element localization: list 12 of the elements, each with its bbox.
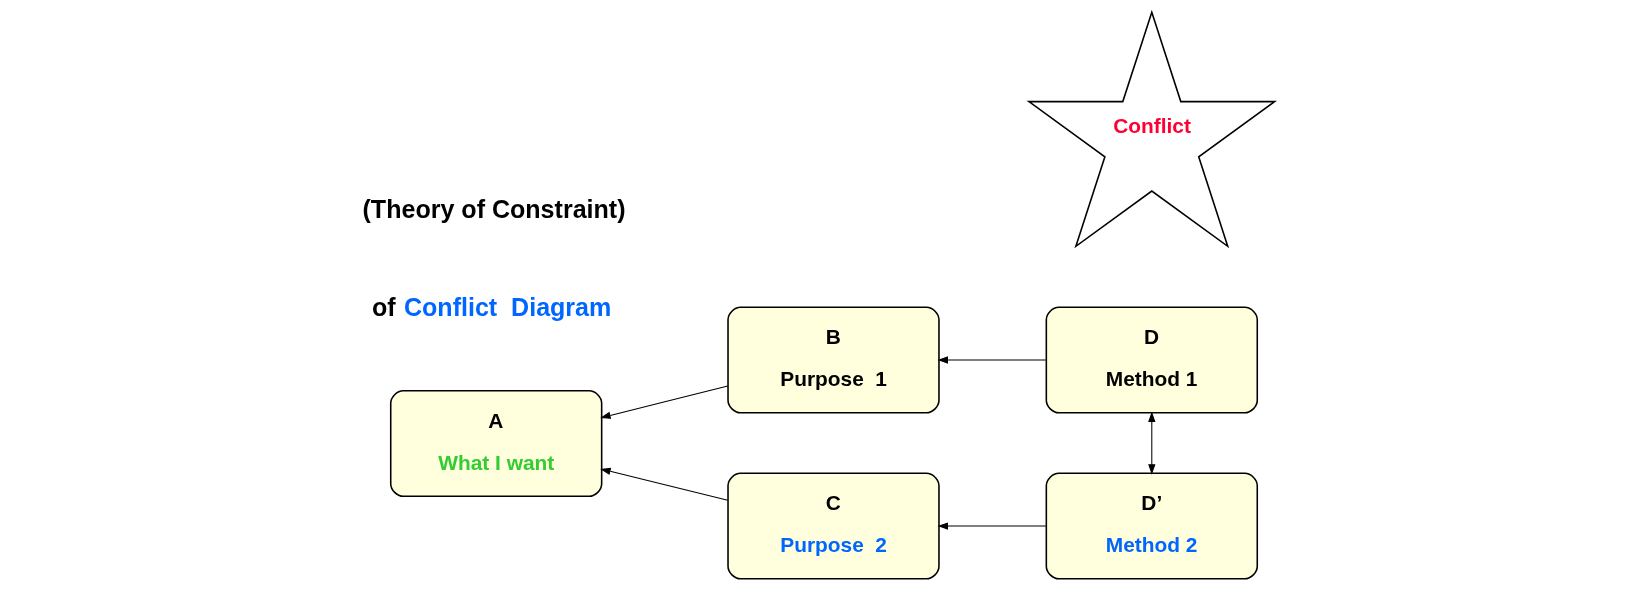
node-box: D Method 1 bbox=[1045, 306, 1259, 414]
arrow bbox=[1148, 411, 1156, 475]
label: of Conflict Diagram bbox=[371, 293, 612, 322]
node-box: A What I want bbox=[389, 390, 603, 498]
arrow bbox=[937, 356, 1047, 364]
arrow bbox=[937, 522, 1047, 530]
node-box: C Purpose 2 bbox=[727, 472, 940, 580]
arrow bbox=[600, 467, 729, 501]
label: (Theory of Constraint) bbox=[362, 195, 626, 224]
node-box: B Purpose 1 bbox=[727, 306, 940, 414]
node-box: D’ Method 2 bbox=[1045, 472, 1259, 580]
arrow bbox=[600, 385, 729, 419]
